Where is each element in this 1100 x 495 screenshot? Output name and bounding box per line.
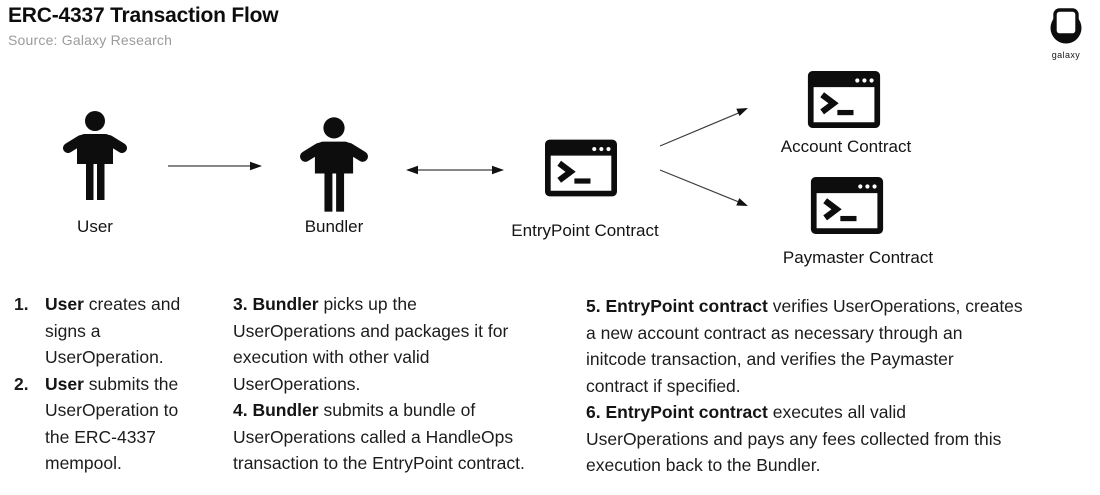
galaxy-helmet-icon <box>1050 8 1082 44</box>
entrypoint-node-label: EntryPoint Contract <box>511 221 659 240</box>
source-caption: Source: Galaxy Research <box>8 32 173 48</box>
paymaster-node-label: Paymaster Contract <box>782 248 934 267</box>
arrow-user-to-bundler <box>168 161 262 171</box>
note-step-6: 6. EntryPoint contract executes all vali… <box>586 399 1086 479</box>
step-number: 1. <box>14 294 29 314</box>
account-node-label: Account Contract <box>780 137 912 156</box>
galaxy-logo: galaxy <box>1042 6 1090 60</box>
step-text: User submits the UserOperation to the ER… <box>45 371 214 477</box>
bundler-person-icon <box>300 117 368 212</box>
galaxy-logo-text: galaxy <box>1051 50 1081 60</box>
step-bold-lead: 3. Bundler <box>233 294 319 314</box>
note-step-1: 1. User creates and signs a UserOperatio… <box>14 291 214 371</box>
bundler-node-label: Bundler <box>304 217 364 236</box>
step-rest: verifies UserOperations, creates a new a… <box>586 296 1023 396</box>
account-terminal-window-icon <box>807 71 881 128</box>
notes-column-user-steps: 1. User creates and signs a UserOperatio… <box>14 291 214 477</box>
notes-column-entrypoint-steps: 5. EntryPoint contract verifies UserOper… <box>586 293 1086 479</box>
step-rest: picks up the UserOperations and packages… <box>233 294 509 394</box>
note-step-2: 2. User submits the UserOperation to the… <box>14 371 214 477</box>
paymaster-terminal-window-icon <box>810 177 884 234</box>
notes-column-bundler-steps: 3. Bundler picks up the UserOperations a… <box>233 291 593 477</box>
user-person-icon <box>63 111 127 200</box>
step-rest: creates and signs a UserOperation. <box>45 294 181 367</box>
step-rest: submits a bundle of UserOperations calle… <box>233 400 525 473</box>
arrow-entrypoint-to-paymaster <box>659 169 748 206</box>
step-rest: submits the UserOperation to the ERC-433… <box>45 373 179 474</box>
step-text: User creates and signs a UserOperation. <box>45 291 214 371</box>
page-title: ERC-4337 Transaction Flow <box>8 4 279 27</box>
note-step-5: 5. EntryPoint contract verifies UserOper… <box>586 293 1086 399</box>
user-node-label: User <box>77 217 113 236</box>
step-bold-lead: 5. EntryPoint contract <box>586 296 768 316</box>
arrow-bundler-entrypoint-bidirectional <box>406 165 504 175</box>
step-bold-lead: 6. EntryPoint contract <box>586 402 768 422</box>
step-rest: executes all valid UserOperations and pa… <box>586 402 1002 475</box>
arrow-entrypoint-to-account <box>659 108 748 147</box>
step-number: 2. <box>14 373 29 394</box>
step-bold-lead: User <box>45 294 84 314</box>
note-step-4: 4. Bundler submits a bundle of UserOpera… <box>233 397 593 477</box>
entrypoint-terminal-window-icon <box>545 139 617 197</box>
step-bold-lead: 4. Bundler <box>233 400 319 420</box>
note-step-3: 3. Bundler picks up the UserOperations a… <box>233 291 593 397</box>
step-bold-lead: User <box>45 373 84 394</box>
